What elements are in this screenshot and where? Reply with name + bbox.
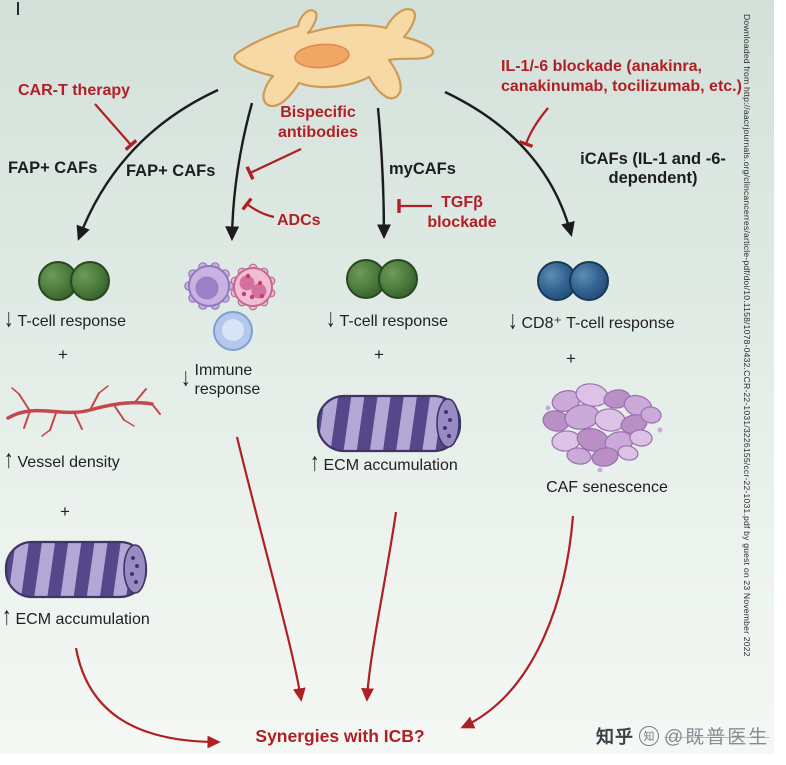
watermark: 知乎 知 @既普医生: [596, 722, 769, 749]
page-margin-right: [774, 0, 786, 765]
inhibition-lines: [94, 103, 549, 219]
synergy-arrow-fap-mid: [235, 436, 306, 702]
label-caf-senescence: CAF senescence: [546, 479, 668, 496]
ecm-fiber-fap-left: [4, 540, 148, 599]
down-arrow-icon: ↓: [326, 305, 336, 334]
effect-tcell-response-mycafs: ↓ T-cell response: [326, 305, 448, 333]
label-mycafs: myCAFs: [389, 160, 456, 178]
inhibit-line-adcs: [241, 197, 275, 219]
label-il-blockade: IL-1/-6 blockade (anakinra, canakinumab,…: [501, 58, 742, 95]
lymphocyte-blue-icon: [213, 311, 253, 351]
synergy-arrow-icafs: [460, 515, 575, 729]
plus-sign: +: [60, 502, 70, 521]
label-fap-cafs-mid: FAP+ CAFs: [126, 162, 216, 180]
t-cell-icons-fap-left: [38, 261, 110, 301]
effect-ecm-accumulation-mycafs: ↑ ECM accumulation: [310, 449, 458, 477]
download-provenance-note: Downloaded from http://aacrjournals.org/…: [742, 14, 752, 657]
effect-ecm-accumulation-fap-left: ↑ ECM accumulation: [2, 603, 150, 631]
label-car-t-therapy: CAR-T therapy: [18, 82, 131, 99]
inhibit-line-car-t: [94, 103, 138, 151]
label-synergies-with-icb: Synergies with ICB?: [255, 726, 425, 746]
ecm-fiber-mycafs: [316, 394, 462, 453]
effect-immune-response: ↓ Immune response: [181, 362, 261, 399]
label-bispecific-antibodies: Bispecific antibodies: [277, 104, 358, 141]
plus-sign: +: [566, 349, 576, 368]
down-arrow-icon: ↓: [181, 363, 191, 393]
label-fap-cafs-left: FAP+ CAFs: [8, 159, 98, 177]
immune-cell-icons: [184, 262, 276, 351]
synergy-arrow-fap-left: [74, 647, 221, 749]
synergy-arrow-mycafs: [361, 511, 398, 702]
label-icafs: iCAFs (IL-1 and -6- dependent): [580, 150, 726, 188]
page-margin-bottom: [0, 754, 786, 765]
crop-artifact-mark: [17, 2, 19, 15]
label-tgfb-blockade: TGFβ blockade: [427, 194, 497, 231]
vessel-illustration: [6, 385, 161, 437]
up-arrow-icon: ↑: [310, 449, 320, 478]
zhihu-seal-icon: 知: [639, 725, 659, 746]
down-arrow-icon: ↓: [508, 307, 518, 336]
effect-vessel-density: ↑ Vessel density: [4, 446, 120, 474]
plus-sign: +: [374, 345, 384, 364]
zhihu-brand-text: 知乎: [596, 726, 634, 747]
inhibit-line-bispecific: [245, 148, 302, 180]
effect-cd8-tcell-response: ↓ CD8⁺ T-cell response: [508, 307, 675, 335]
down-arrow-icon: ↓: [4, 305, 14, 334]
synergy-arrows: [74, 436, 575, 749]
watermark-username: @既普医生: [664, 727, 770, 748]
plus-sign: +: [58, 345, 68, 364]
up-arrow-icon: ↑: [2, 603, 12, 632]
effect-tcell-response-fap-left: ↓ T-cell response: [4, 305, 126, 333]
t-cell-icons-mycafs: [346, 259, 418, 299]
arrow-to-mycafs: [376, 107, 392, 240]
cd8-t-cell-icons-icafs: [537, 261, 609, 301]
arrow-to-icafs: [444, 90, 575, 238]
fibroblast-illustration: [233, 8, 435, 108]
inhibit-line-il-blockade: [518, 107, 549, 148]
lymphocyte-purple-icon: [184, 262, 234, 310]
senescent-caf-illustration: [542, 383, 663, 473]
up-arrow-icon: ↑: [4, 446, 14, 475]
arrow-to-fap-mid: [225, 102, 254, 242]
granulocyte-pink-icon: [230, 263, 276, 311]
label-adcs: ADCs: [277, 212, 321, 229]
